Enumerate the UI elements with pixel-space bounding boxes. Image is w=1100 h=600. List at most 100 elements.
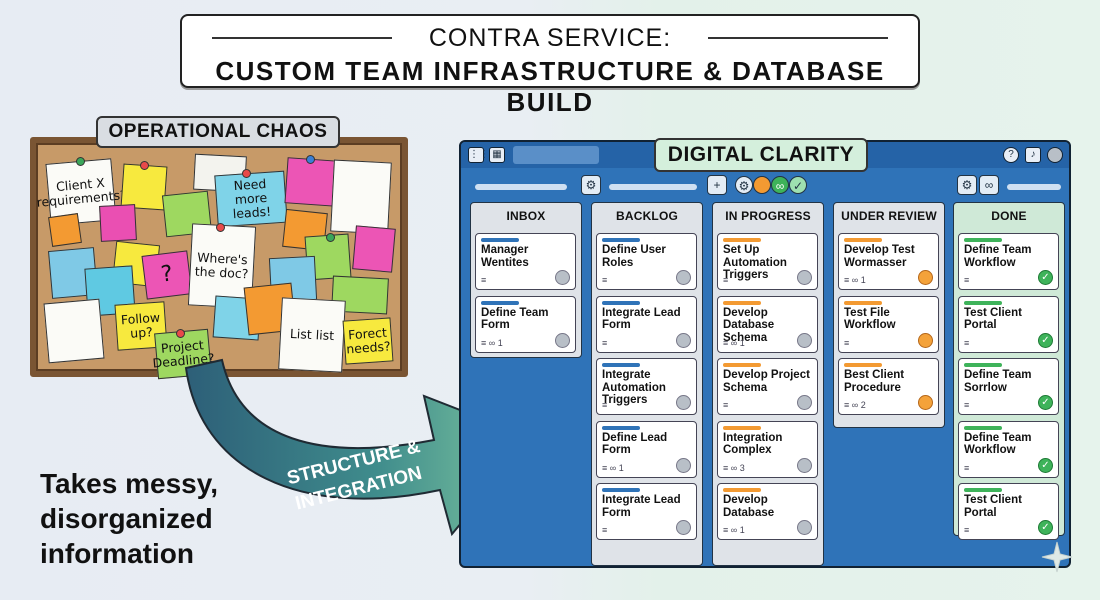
done-check-icon[interactable]: ✓ <box>1038 332 1053 348</box>
assignee-avatar[interactable] <box>918 395 933 410</box>
done-check-icon[interactable]: ✓ <box>1038 270 1053 285</box>
board-settings-icon[interactable]: ⚙ <box>957 175 977 195</box>
card-title: Develop Database Schema <box>723 306 775 344</box>
card-meta: ≡ <box>602 338 607 348</box>
task-card[interactable]: Integration Complex≡ ∞ 3 <box>717 420 818 478</box>
assignee-avatar[interactable] <box>797 270 812 285</box>
integration-orange-icon[interactable] <box>753 176 771 194</box>
user-avatar[interactable] <box>1047 147 1063 163</box>
card-meta: ≡ <box>964 525 969 535</box>
title-rule-right <box>708 37 888 39</box>
task-card[interactable]: Develop Database≡ ∞ 1 <box>717 483 818 540</box>
task-card[interactable]: Manager Wentites≡ <box>475 233 576 290</box>
label-digital-clarity: DIGITAL CLARITY <box>654 138 868 172</box>
card-title: Integrate Automation Triggers <box>602 369 666 406</box>
card-label-bar <box>964 425 1002 430</box>
description-icon: ≡ <box>964 337 970 348</box>
card-title: Develop Project Schema <box>723 369 810 394</box>
title-banner: CONTRA SERVICE: CUSTOM TEAM INFRASTRUCTU… <box>180 14 920 117</box>
pin-icon <box>326 233 335 242</box>
apps-grid-icon[interactable]: ⋮⋮ <box>468 147 489 163</box>
assignee-avatar[interactable] <box>797 520 812 535</box>
done-check-icon[interactable]: ✓ <box>1038 457 1053 473</box>
card-label-bar <box>844 300 882 305</box>
card-meta: ≡ ∞ 1 <box>481 338 503 348</box>
task-card[interactable]: Integrate Lead Form≡ <box>596 295 697 353</box>
assignee-avatar[interactable] <box>797 395 812 410</box>
task-card[interactable]: Develop Project Schema ≡ <box>717 358 818 415</box>
description-icon: ≡ <box>602 337 608 348</box>
card-label-bar <box>602 300 640 305</box>
share-link-icon[interactable]: ∞ <box>979 175 999 195</box>
assignee-avatar[interactable] <box>676 395 691 410</box>
attachment-icon: ∞ <box>851 275 861 285</box>
card-meta: ≡ <box>844 338 849 348</box>
card-title: Define User Roles <box>602 244 666 269</box>
settings-gear-icon[interactable]: ⚙ <box>581 175 601 195</box>
assignee-avatar[interactable] <box>676 520 691 535</box>
done-check-icon[interactable]: ✓ <box>1038 395 1053 410</box>
board-icon[interactable]: ▦ <box>489 147 505 163</box>
task-card[interactable]: Define Team Workflow≡ ✓ <box>958 233 1059 290</box>
description-icon: ≡ <box>723 462 731 473</box>
card-meta: ≡ ∞ 1 <box>602 463 624 473</box>
card-label-bar <box>723 238 761 242</box>
card-label-bar <box>723 363 761 367</box>
toolbar-search-pill[interactable] <box>609 184 697 190</box>
title-top: CONTRA SERVICE: <box>428 24 672 52</box>
description-icon: ≡ <box>481 275 487 285</box>
task-card[interactable]: Define Team Form≡ ∞ 1 <box>475 295 576 353</box>
card-meta: ≡ ∞ 2 <box>844 400 866 410</box>
integration-gear-icon[interactable]: ⚙ <box>735 176 753 194</box>
card-label-bar <box>602 425 640 430</box>
board-name-field[interactable] <box>513 146 599 164</box>
tagline-line-3: information <box>40 538 194 569</box>
toolbar-right-pill[interactable] <box>1007 184 1061 190</box>
task-card[interactable]: Integrate Automation Triggers≡ <box>596 358 697 415</box>
task-card[interactable]: Define Team Sorrlow≡ ✓ <box>958 358 1059 415</box>
add-icon[interactable]: + <box>707 175 727 195</box>
task-card[interactable]: Test File Workflow≡ <box>838 295 939 353</box>
title-rule-left <box>212 37 392 39</box>
task-card[interactable]: Test Client Portal≡ ✓ <box>958 295 1059 353</box>
assignee-avatar[interactable] <box>797 457 812 473</box>
card-label-bar <box>964 363 1002 367</box>
task-card[interactable]: Define Lead Form≡ ∞ 1 <box>596 420 697 478</box>
check-icon[interactable]: ✓ <box>789 176 807 194</box>
assignee-avatar[interactable] <box>797 332 812 348</box>
board-toolbar: ⚙ + ⚙ ∞ ✓ ⚙ ∞ <box>461 172 1069 198</box>
assignee-avatar[interactable] <box>676 457 691 473</box>
assignee-avatar[interactable] <box>676 332 691 348</box>
assignee-avatar[interactable] <box>676 270 691 285</box>
card-label-bar <box>723 425 761 430</box>
done-check-icon[interactable]: ✓ <box>1038 520 1053 535</box>
task-card[interactable]: Test Client Portal ≡ ✓ <box>958 483 1059 540</box>
card-meta: ≡ <box>964 338 969 348</box>
link-icon[interactable]: ∞ <box>771 176 789 194</box>
assignee-avatar[interactable] <box>918 332 933 348</box>
task-card[interactable]: Set Up Automation Triggers≡ <box>717 233 818 290</box>
card-meta: ≡ <box>964 463 969 473</box>
task-card[interactable]: Develop Database Schema≡ ∞ 1 <box>717 295 818 353</box>
assignee-avatar[interactable] <box>555 270 570 285</box>
help-icon[interactable]: ? <box>1003 147 1019 163</box>
toolbar-filter-pill[interactable] <box>475 184 567 190</box>
card-title: Set Up Automation Triggers <box>723 244 787 281</box>
card-meta: ≡ <box>723 400 728 410</box>
card-title: Define Team Workflow <box>964 244 1032 269</box>
bell-icon[interactable]: ♪ <box>1025 147 1041 163</box>
card-title: Test Client Portal <box>964 494 1022 519</box>
pin-icon <box>76 157 85 166</box>
card-label-bar <box>723 300 761 305</box>
task-card[interactable]: Define Team Workflow≡ ✓ <box>958 420 1059 478</box>
task-card[interactable]: Define User Roles≡ <box>596 233 697 290</box>
task-card[interactable]: Develop Test Wormasser≡ ∞ 1 <box>838 233 939 290</box>
description-icon: ≡ <box>964 400 970 410</box>
description-icon: ≡ <box>723 400 729 410</box>
assignee-avatar[interactable] <box>918 270 933 285</box>
task-card[interactable]: Integrate Lead Form≡ <box>596 483 697 540</box>
assignee-avatar[interactable] <box>555 332 570 348</box>
task-card[interactable]: Best Client Procedure≡ ∞ 2 <box>838 358 939 415</box>
